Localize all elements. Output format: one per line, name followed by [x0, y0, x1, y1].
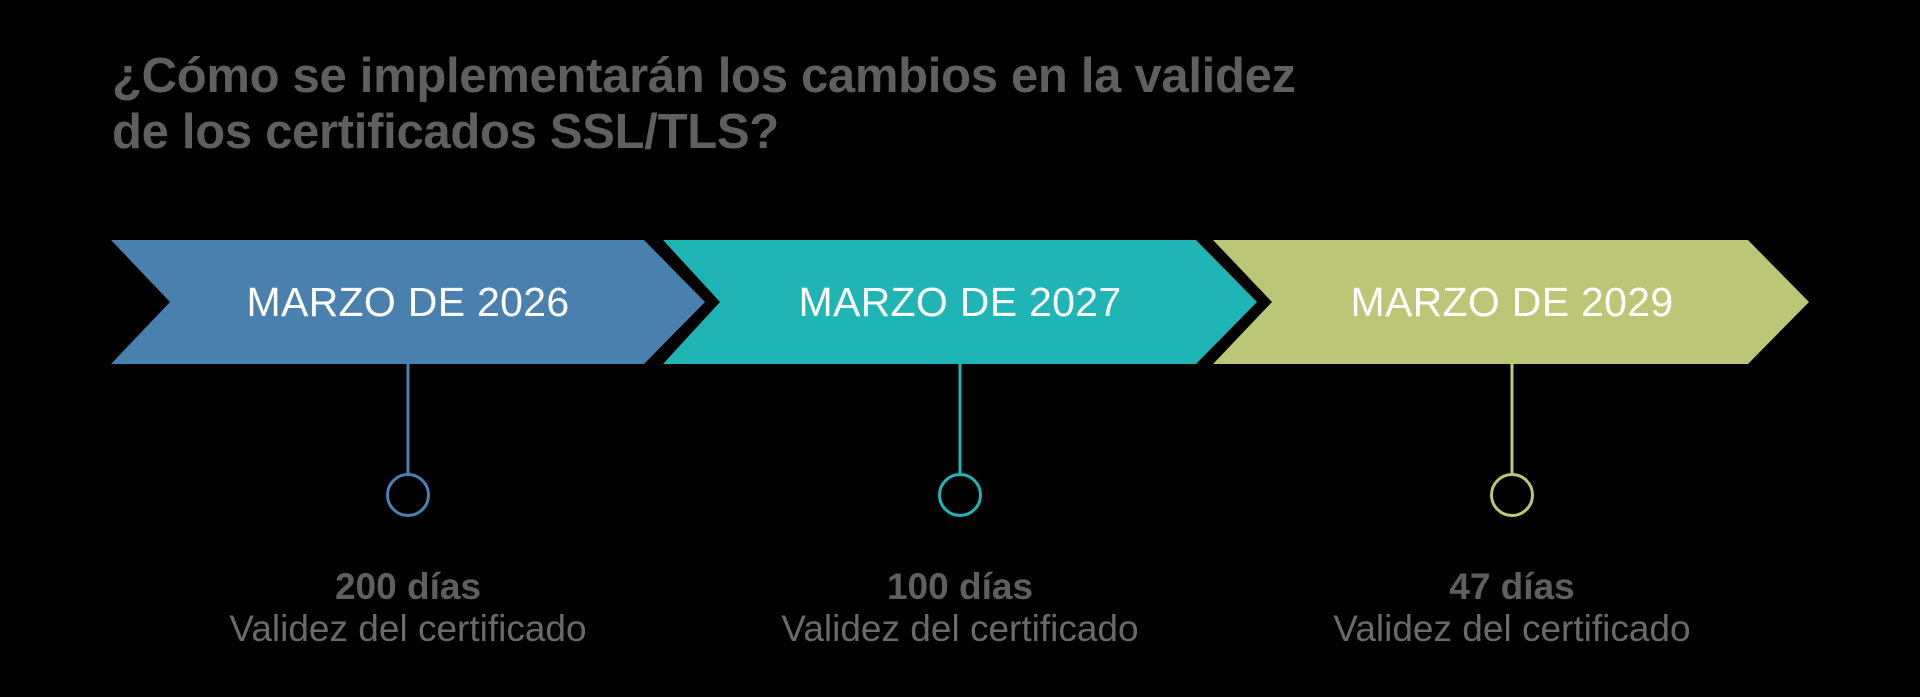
arrow-shape-2029	[1213, 240, 1809, 364]
validity-subtitle: Validez del certificado	[1333, 608, 1691, 649]
validity-subtitle: Validez del certificado	[229, 608, 587, 649]
validity-days: 200 días	[334, 566, 482, 607]
milestone-date-2026: MARZO DE 2026	[246, 279, 570, 325]
milestone-caption-2029: 47 días Validez del certificado	[1252, 566, 1772, 650]
page-title: ¿Cómo se implementarán los cambios en la…	[112, 48, 1296, 160]
arrow-shape-2026	[111, 240, 705, 364]
arrow-shape-2027	[663, 240, 1257, 364]
title-line-1: ¿Cómo se implementarán los cambios en la…	[112, 49, 1296, 103]
milestone-circle-icon-2026	[386, 473, 430, 517]
milestone-date-2027: MARZO DE 2027	[798, 279, 1122, 325]
milestone-caption-2026: 200 días Validez del certificado	[148, 566, 668, 650]
validity-subtitle: Validez del certificado	[781, 608, 1139, 649]
milestone-circle-icon-2027	[938, 473, 982, 517]
validity-days: 100 días	[886, 566, 1034, 607]
milestone-circle-icon-2029	[1490, 473, 1534, 517]
title-line-2: de los certificados SSL/TLS?	[112, 105, 779, 159]
validity-days: 47 días	[1449, 566, 1575, 607]
milestone-caption-2027: 100 días Validez del certificado	[700, 566, 1220, 650]
milestone-date-2029: MARZO DE 2029	[1350, 279, 1674, 325]
